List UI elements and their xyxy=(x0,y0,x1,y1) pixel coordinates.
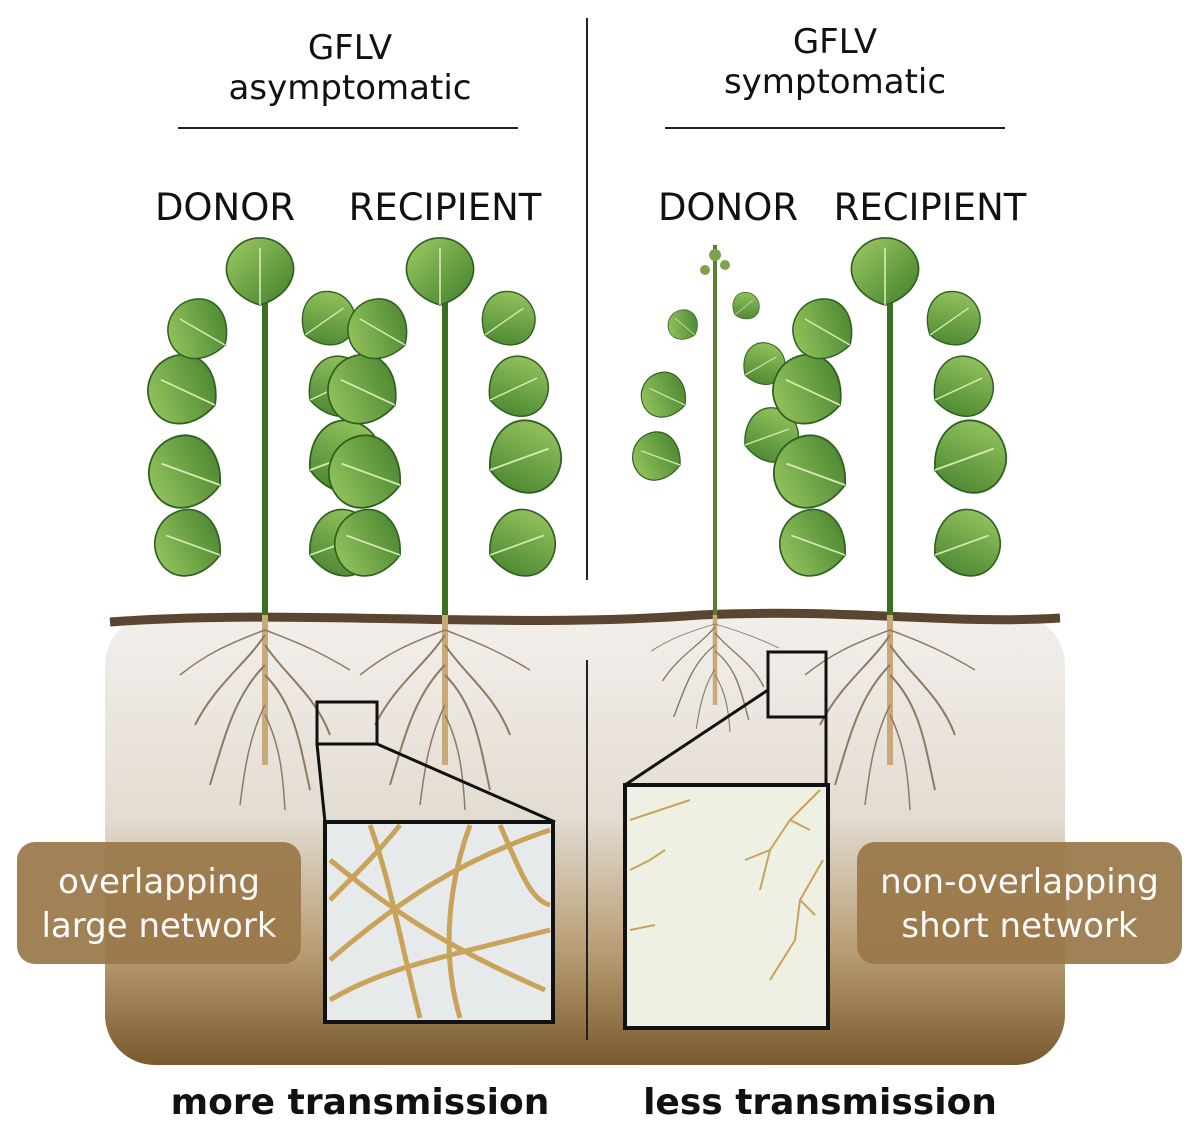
left-title-line1: GFLV xyxy=(307,28,393,68)
left-network-badge: overlapping large network xyxy=(17,842,301,964)
right-title-rule xyxy=(665,127,1005,129)
soil-surface xyxy=(109,608,1061,627)
left-title-rule xyxy=(178,127,518,129)
left-outcome-label: more transmission xyxy=(170,1082,550,1123)
left-title-line2: asymptomatic xyxy=(228,68,472,108)
right-network-line2: short network xyxy=(901,906,1138,946)
right-panel-title: GFLV symptomatic xyxy=(685,22,985,102)
right-network-line1: non-overlapping xyxy=(880,862,1159,902)
left-panel-title: GFLV asymptomatic xyxy=(200,28,500,108)
left-network-line2: large network xyxy=(41,906,277,946)
right-title-line2: symptomatic xyxy=(723,62,947,102)
right-network-badge: non-overlapping short network xyxy=(857,842,1182,964)
left-recipient-label: RECIPIENT xyxy=(348,186,542,229)
right-donor-label: DONOR xyxy=(657,186,799,229)
left-network-line1: overlapping xyxy=(58,862,260,902)
right-outcome-label: less transmission xyxy=(643,1082,997,1123)
root-network-icon xyxy=(623,650,830,1030)
left-donor-label: DONOR xyxy=(154,186,296,229)
right-title-line1: GFLV xyxy=(792,22,878,62)
root-network-icon xyxy=(315,700,556,1024)
right-recipient-label: RECIPIENT xyxy=(833,186,1027,229)
